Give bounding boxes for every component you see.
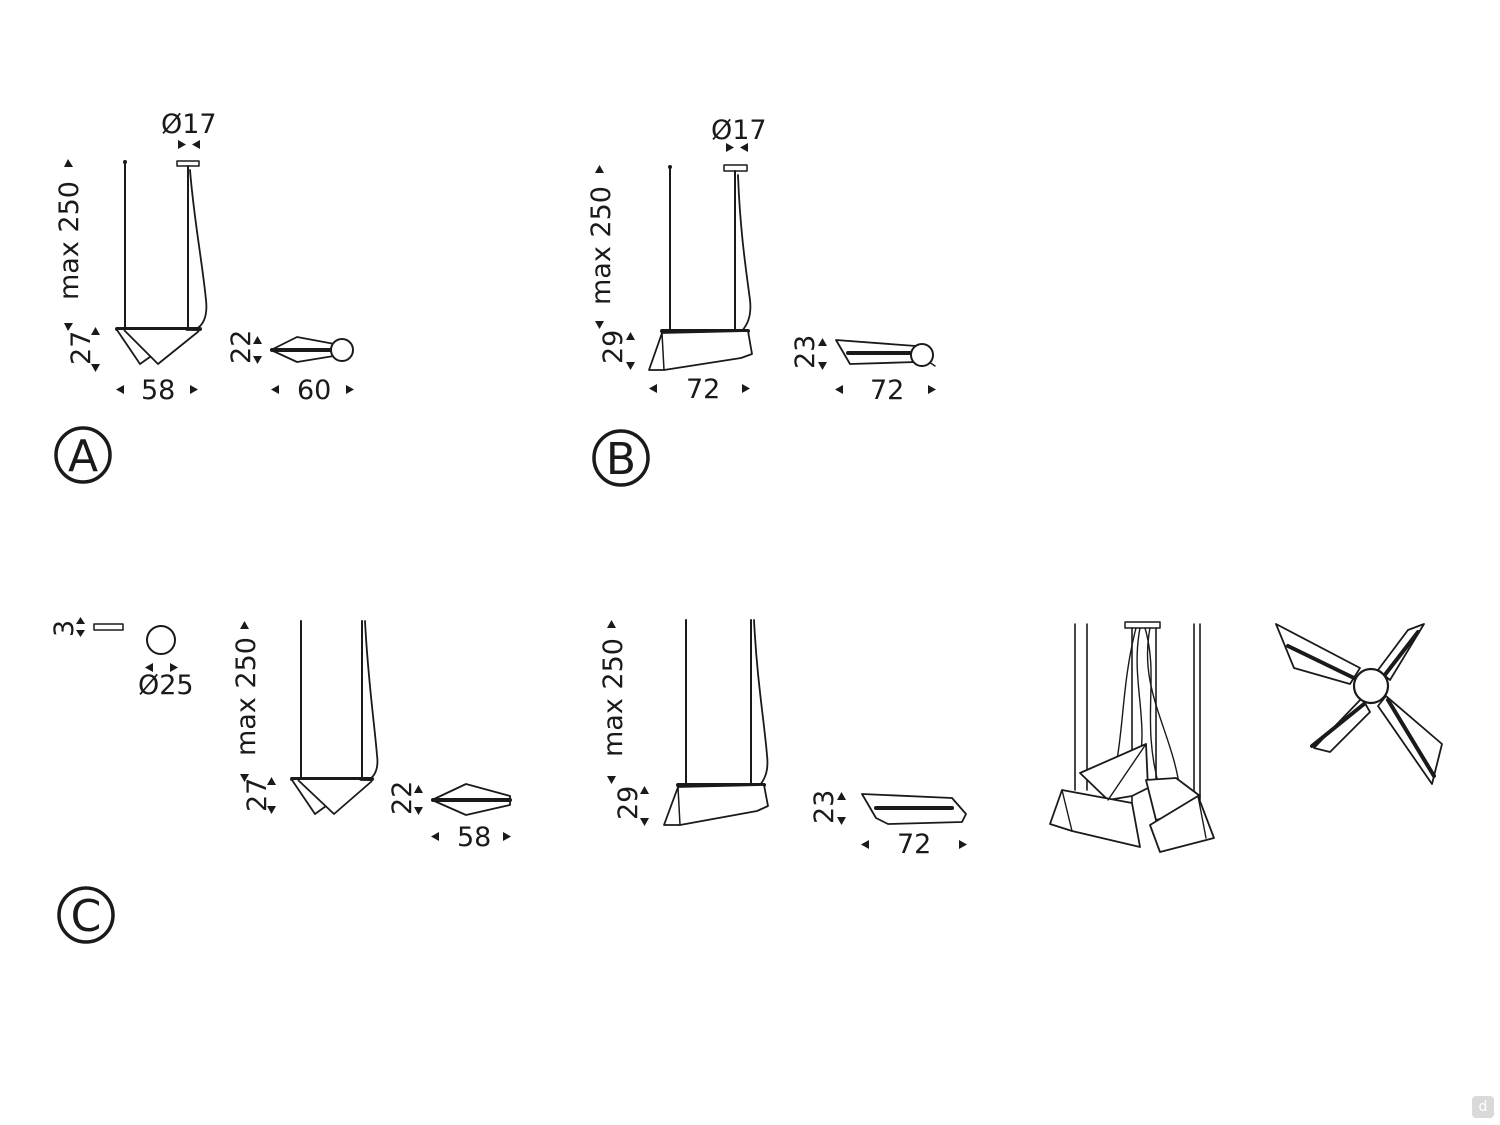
c-large-lamp-side-view <box>663 619 769 826</box>
b-shade-width-dimension: 72 <box>649 374 750 405</box>
b-shade-height-label: 29 <box>598 330 629 364</box>
b-shade-height-dimension: 29 <box>598 330 635 370</box>
b-top-canopy <box>910 343 934 367</box>
c-large-height-dimension: max 250 <box>598 620 629 784</box>
b-height-label: max 250 <box>586 186 617 305</box>
c-small-power-cord <box>364 620 379 780</box>
b-lamp-top-view <box>835 339 936 367</box>
b-canopy-dimension: Ø17 <box>711 115 767 152</box>
b-top-width-label: 72 <box>870 375 904 406</box>
a-shade-width-dimension: 58 <box>116 375 198 406</box>
b-canopy-diameter-label: Ø17 <box>711 115 767 146</box>
c-variant-label: C <box>57 886 115 944</box>
a-shade-back <box>123 329 200 365</box>
c-large-height-label: max 250 <box>598 638 629 757</box>
b-shade-width-label: 72 <box>686 374 720 405</box>
c-canopy-detail: 3 Ø25 <box>49 617 194 701</box>
c-small-height-label: max 250 <box>231 637 262 756</box>
c-small-lamp-top-view <box>431 783 512 816</box>
a-power-cord <box>189 169 208 330</box>
a-height-dimension: max 250 <box>54 159 85 331</box>
a-shade-height-dimension: 27 <box>66 327 100 372</box>
a-lamp-top-view <box>270 336 354 363</box>
c-small-lamp-side-view <box>290 620 379 815</box>
c-large-top-height-dimension: 23 <box>809 790 846 825</box>
c-cluster-canopy <box>1124 621 1161 629</box>
c-large-top-width-dimension: 72 <box>861 829 967 860</box>
variant-a: max 250 Ø17 27 58 <box>54 109 354 484</box>
c-large-power-cord <box>753 619 769 786</box>
c-canopy-plan <box>146 625 176 655</box>
a-variant-label: A <box>54 426 112 484</box>
c-small-height-dimension: max 250 <box>231 621 262 782</box>
c-canopy-profile <box>93 623 124 631</box>
variant-c: 3 Ø25 max 250 27 <box>49 617 1443 944</box>
b-canopy <box>723 164 748 172</box>
b-shade <box>648 330 753 371</box>
b-power-cord <box>737 174 752 332</box>
c-small-top-height-dimension: 22 <box>387 781 423 815</box>
c-small-top-width-label: 58 <box>457 822 491 853</box>
c-cluster-shade <box>1049 789 1141 848</box>
c-small-top-width-dimension: 58 <box>431 822 511 853</box>
c-small-top-height-label: 22 <box>387 781 418 815</box>
c-large-shade-height-label: 29 <box>613 786 644 820</box>
c-variant-letter: C <box>71 891 102 942</box>
c-cluster-perspective-view <box>1049 621 1215 853</box>
c-canopy-thickness-label: 3 <box>49 620 80 637</box>
b-variant-label: B <box>592 429 650 487</box>
corner-badge: d <box>1472 1096 1494 1118</box>
c-small-shade-back <box>297 779 373 815</box>
a-height-label: max 250 <box>54 181 85 300</box>
a-shade-height-label: 27 <box>66 331 97 365</box>
c-cluster-shade <box>1149 795 1215 853</box>
a-canopy-dimension: Ø17 <box>161 109 217 149</box>
b-top-width-dimension: 72 <box>835 375 936 406</box>
b-top-height-label: 23 <box>790 335 821 369</box>
c-large-top-width-label: 72 <box>897 829 931 860</box>
variant-b: max 250 Ø17 29 72 <box>586 115 936 487</box>
c-cluster-shade <box>1079 743 1149 801</box>
a-top-canopy <box>330 338 354 362</box>
c-small-shade-height-dimension: 27 <box>242 777 276 814</box>
b-lamp-side-view <box>648 164 753 371</box>
c-cluster-plan-view <box>1275 623 1443 785</box>
c-canopy-diameter-label: Ø25 <box>138 670 194 701</box>
c-plan-canopy <box>1352 667 1390 705</box>
a-top-width-dimension: 60 <box>271 375 354 406</box>
a-variant-letter: A <box>68 431 98 482</box>
b-height-dimension: max 250 <box>586 165 617 329</box>
c-large-shade-height-dimension: 29 <box>613 786 649 826</box>
c-large-lamp-top-view <box>861 793 967 825</box>
a-lamp-side-view <box>115 160 208 365</box>
a-top-height-dimension: 22 <box>226 330 262 364</box>
a-top-height-label: 22 <box>226 330 257 364</box>
c-large-top-height-label: 23 <box>809 790 840 824</box>
a-top-width-label: 60 <box>297 375 331 406</box>
b-top-height-dimension: 23 <box>790 335 827 370</box>
c-large-shade <box>663 784 769 826</box>
a-canopy-diameter-label: Ø17 <box>161 109 217 140</box>
b-variant-letter: B <box>606 434 636 485</box>
a-shade-width-label: 58 <box>141 375 175 406</box>
